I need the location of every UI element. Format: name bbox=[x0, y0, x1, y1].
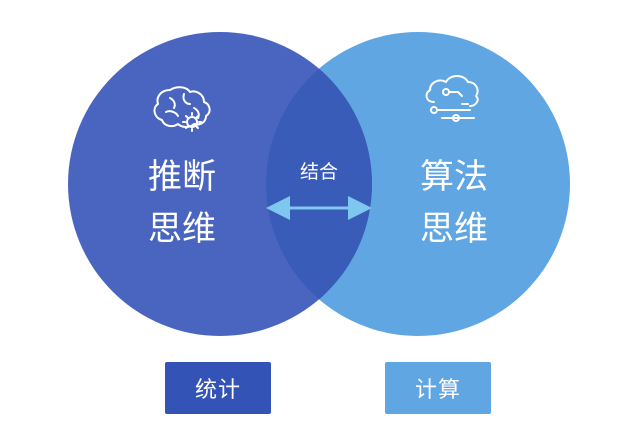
tag-computation: 计算 bbox=[385, 362, 491, 414]
left-label-line2: 思维 bbox=[148, 209, 216, 249]
overlap-region bbox=[266, 32, 372, 336]
cloud-circuit-icon bbox=[425, 75, 479, 122]
right-label-line1: 算法 bbox=[420, 157, 488, 197]
overlap-label: 结合 bbox=[300, 161, 338, 183]
brain-gear-icon bbox=[153, 86, 211, 132]
left-label-line1: 推断 bbox=[148, 157, 216, 197]
right-label-line2: 思维 bbox=[420, 209, 488, 249]
tag-statistics: 统计 bbox=[165, 362, 271, 414]
